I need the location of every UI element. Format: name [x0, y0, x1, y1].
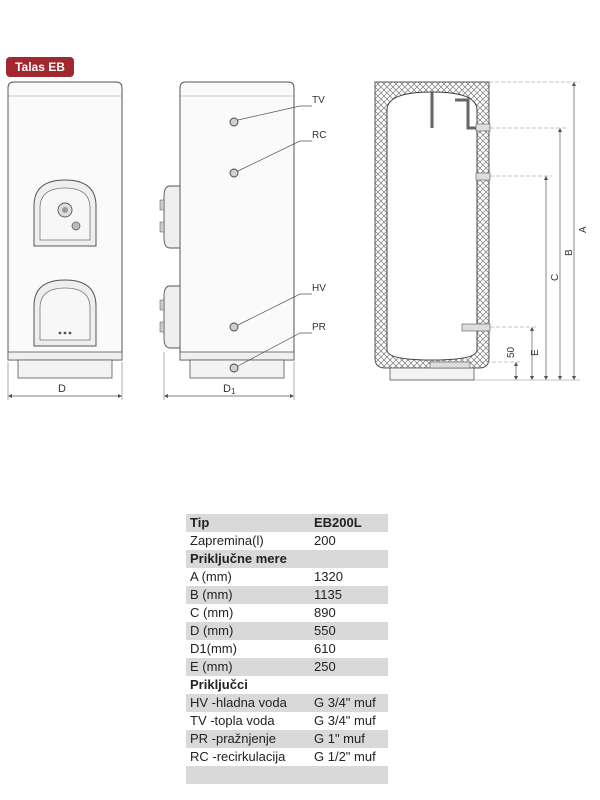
row-value: 1320: [314, 569, 343, 584]
row-value: 890: [314, 605, 336, 620]
product-badge: Talas EB: [6, 57, 74, 77]
table-row: D1(mm) 610: [186, 640, 388, 658]
table-row: D (mm) 550: [186, 622, 388, 640]
pr-connection: [229, 363, 239, 373]
dimension-d-label: D: [58, 383, 66, 395]
table-row: TV -topla voda G 3/4" muf: [186, 712, 388, 730]
row-value: [310, 676, 388, 694]
section-view: A B C E 50: [374, 81, 589, 381]
table-row: RC -recirkulacija G 1/2" muf: [186, 748, 388, 766]
row-label: Priključci: [190, 677, 248, 692]
dimension-e-label: E: [530, 349, 541, 356]
technical-drawing: D TV RC HV PR D1: [7, 81, 589, 400]
row-label: [186, 766, 310, 784]
dimension-a-label: A: [578, 226, 589, 233]
table-row: Zapremina(l) 200: [186, 532, 388, 550]
tip-label: Tip: [186, 514, 310, 532]
table-row: E (mm) 250: [186, 658, 388, 676]
table-row: PR -pražnjenje G 1" muf: [186, 730, 388, 748]
hv-connection: [229, 322, 239, 332]
side-view: TV RC HV PR D1: [159, 81, 326, 400]
row-label: B (mm): [186, 586, 310, 604]
table-row: [186, 766, 388, 784]
row-value: [310, 766, 388, 784]
row-value: 200: [314, 533, 336, 548]
row-value: G 1" muf: [310, 730, 388, 748]
table-section-header: Priključci: [186, 676, 388, 694]
table-row: Tip EB200L: [186, 514, 388, 532]
row-value: 1135: [310, 586, 388, 604]
row-label: HV -hladna voda: [186, 694, 310, 712]
row-value: G 1/2" muf: [314, 749, 376, 764]
rc-label: RC: [312, 130, 326, 141]
row-label: D1(mm): [190, 641, 237, 656]
row-value: G 3/4" muf: [310, 694, 388, 712]
row-label: TV -topla voda: [190, 713, 275, 728]
table-section-header: Priključne mere: [186, 550, 388, 568]
row-value: [310, 550, 388, 568]
pr-label: PR: [312, 322, 326, 333]
dimension-c-label: C: [550, 274, 561, 281]
row-value: 550: [310, 622, 388, 640]
spec-table: Tip EB200L Zapremina(l) 200 Priključne m…: [186, 514, 388, 784]
row-value: G 3/4" muf: [314, 713, 376, 728]
table-row: A (mm) 1320: [186, 568, 388, 586]
row-label: D (mm): [186, 622, 310, 640]
row-value: 610: [314, 641, 336, 656]
row-label: PR -pražnjenje: [186, 730, 310, 748]
front-view: D: [7, 81, 123, 400]
hv-label: HV: [312, 283, 326, 294]
dimension-50-label: 50: [506, 346, 517, 358]
rc-connection: [229, 168, 239, 178]
tv-connection: [229, 117, 239, 127]
dimension-b-label: B: [564, 249, 575, 256]
table-row: B (mm) 1135: [186, 586, 388, 604]
tip-value: EB200L: [310, 514, 388, 532]
row-label: C (mm): [190, 605, 234, 620]
row-value: 250: [310, 658, 388, 676]
row-label: A (mm): [190, 569, 232, 584]
dimension-d1-label: D1: [223, 383, 236, 396]
row-label: Priključne mere: [186, 550, 310, 568]
row-label: E (mm): [186, 658, 310, 676]
row-label: Zapremina(l): [190, 533, 264, 548]
table-row: HV -hladna voda G 3/4" muf: [186, 694, 388, 712]
tv-label: TV: [312, 95, 325, 106]
row-label: RC -recirkulacija: [190, 749, 286, 764]
table-row: C (mm) 890: [186, 604, 388, 622]
